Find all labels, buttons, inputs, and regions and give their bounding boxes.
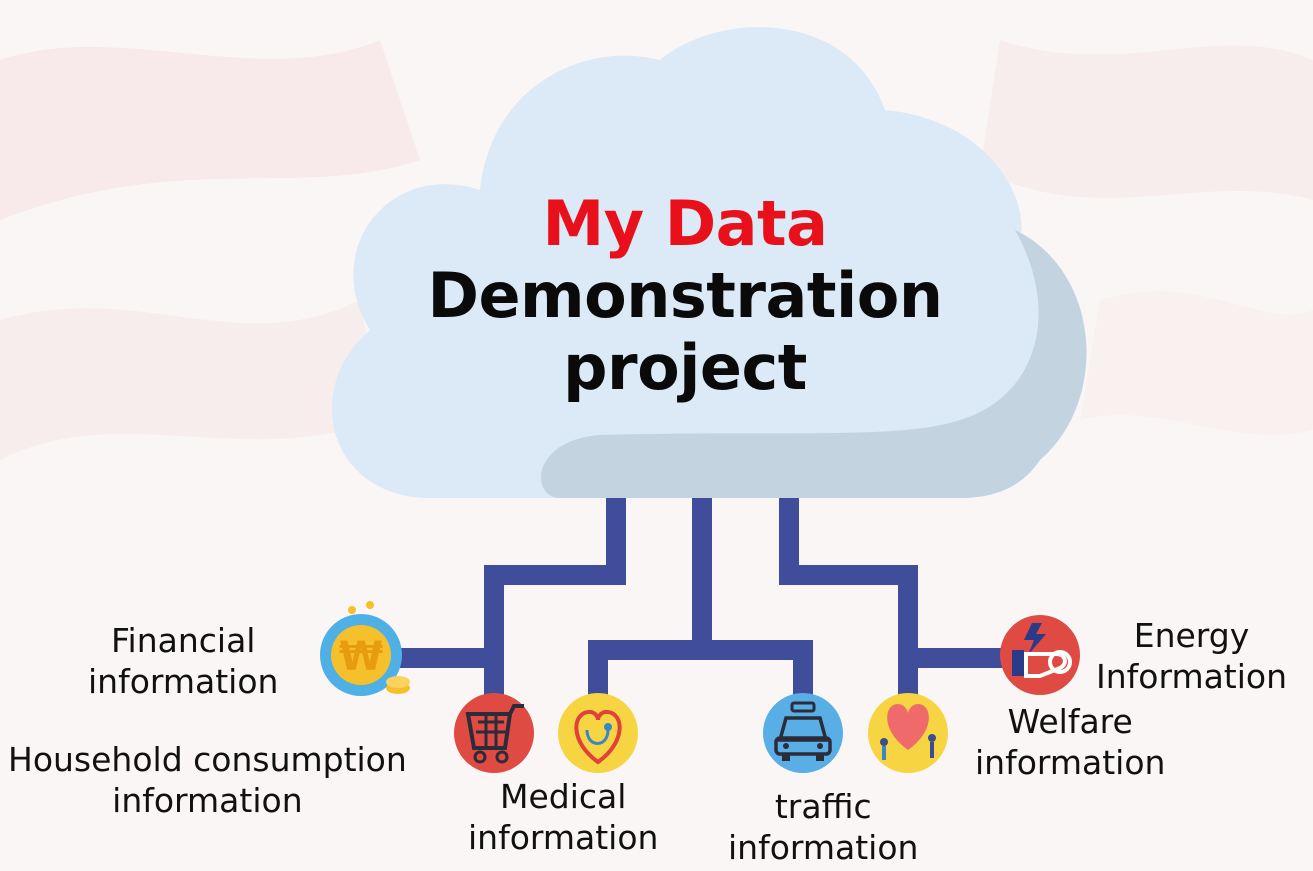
svg-text:₩: ₩	[339, 634, 383, 680]
label-energy: Energy Information	[1096, 616, 1288, 696]
connector-lines	[400, 498, 1010, 700]
car-icon	[763, 693, 843, 773]
shopping-cart-icon	[454, 693, 534, 773]
stethoscope-heart-icon	[558, 693, 638, 773]
title-line-2: Demonstration	[427, 259, 943, 332]
label-medical: Medical information	[468, 777, 659, 857]
heart-people-icon	[868, 693, 948, 773]
label-welfare: Welfare information	[975, 702, 1166, 782]
label-traffic: traffic information	[728, 787, 919, 867]
energy-hand-icon	[1000, 615, 1080, 695]
title-line-3: project	[563, 331, 807, 404]
label-financial: Financial information	[88, 621, 279, 701]
label-household: Household consumption information	[8, 740, 407, 820]
title-line-1: My Data	[542, 187, 828, 260]
won-coin-icon: ₩	[320, 601, 410, 696]
cloud-title: My Data Demonstration project	[340, 188, 1030, 404]
cloud	[331, 27, 1087, 498]
